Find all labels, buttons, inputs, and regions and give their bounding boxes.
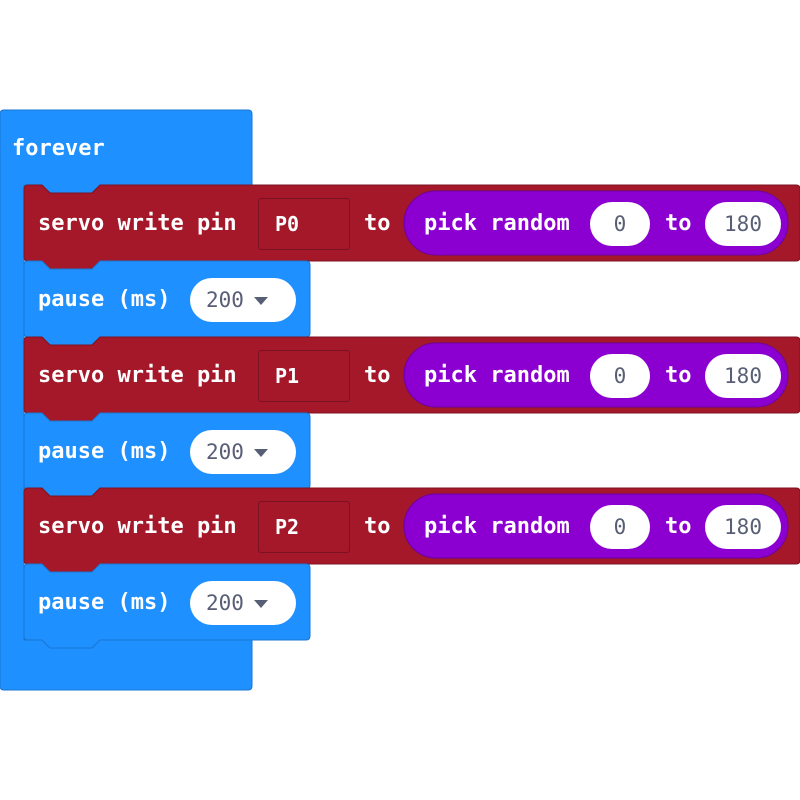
pause-duration-value: 200 xyxy=(206,440,244,464)
to-label: to xyxy=(364,514,391,539)
random-max-input[interactable]: 180 xyxy=(705,354,781,398)
random-min-value: 0 xyxy=(613,212,627,236)
pin-value: P0 xyxy=(275,212,300,236)
random-min-input[interactable]: 0 xyxy=(590,354,650,398)
pin-dropdown[interactable]: P0 xyxy=(258,198,350,250)
caret-down-icon xyxy=(253,297,268,305)
pause-duration-dropdown[interactable]: 200 xyxy=(190,430,296,474)
to-label: to xyxy=(364,211,391,236)
pin-value: P2 xyxy=(275,515,300,539)
random-min-input[interactable]: 0 xyxy=(590,202,650,246)
pause-label: pause (ms) xyxy=(38,590,171,615)
random-max-value: 180 xyxy=(724,364,762,388)
pin-dropdown[interactable]: P1 xyxy=(258,350,350,402)
pause-duration-value: 200 xyxy=(206,591,244,615)
random-max-value: 180 xyxy=(724,515,762,539)
pause-duration-dropdown[interactable]: 200 xyxy=(190,278,296,322)
pin-value: P1 xyxy=(275,364,300,388)
random-max-input[interactable]: 180 xyxy=(705,505,781,549)
servo-write-label: servo write pin xyxy=(38,211,237,236)
pause-label: pause (ms) xyxy=(38,287,171,312)
to-label: to xyxy=(364,363,391,388)
pick-random-label: pick random xyxy=(424,363,570,388)
servo-write-label: servo write pin xyxy=(38,363,237,388)
pause-duration-dropdown[interactable]: 200 xyxy=(190,581,296,625)
forever-label: forever xyxy=(12,136,105,161)
random-to-label: to xyxy=(665,514,692,539)
forever-block[interactable] xyxy=(0,109,253,691)
random-min-input[interactable]: 0 xyxy=(590,505,650,549)
pause-label: pause (ms) xyxy=(38,439,171,464)
pick-random-label: pick random xyxy=(424,514,570,539)
pin-dropdown[interactable]: P2 xyxy=(258,501,350,553)
random-to-label: to xyxy=(665,363,692,388)
random-max-value: 180 xyxy=(724,212,762,236)
random-to-label: to xyxy=(665,211,692,236)
servo-write-label: servo write pin xyxy=(38,514,237,539)
pick-random-label: pick random xyxy=(424,211,570,236)
pause-duration-value: 200 xyxy=(206,288,244,312)
random-max-input[interactable]: 180 xyxy=(705,202,781,246)
random-min-value: 0 xyxy=(613,515,627,539)
random-min-value: 0 xyxy=(613,364,627,388)
caret-down-icon xyxy=(253,600,268,608)
caret-down-icon xyxy=(253,449,268,457)
